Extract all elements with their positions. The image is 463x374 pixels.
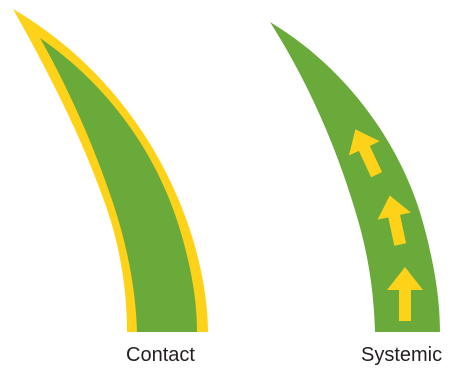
arrow-icon	[387, 267, 423, 321]
contact-leaf-blade	[40, 38, 197, 332]
contact-label: Contact	[126, 344, 195, 366]
systemic-leaf-blade	[270, 22, 440, 332]
contact-leaf	[13, 9, 208, 332]
arrow-icon	[377, 195, 411, 246]
systemic-label: Systemic	[361, 344, 443, 366]
arrow-icon	[348, 129, 383, 178]
systemic-leaf	[270, 22, 440, 332]
